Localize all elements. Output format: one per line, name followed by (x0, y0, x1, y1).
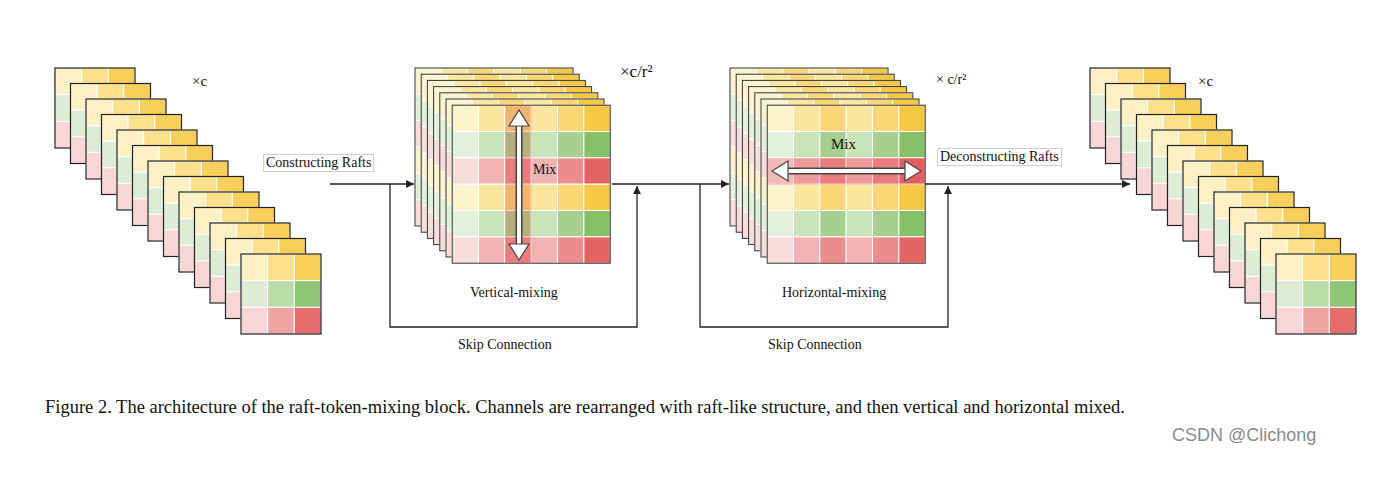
horizontal-mix-arrow (772, 161, 921, 181)
arrowhead (633, 186, 641, 194)
mix-row (767, 158, 925, 185)
count-label: ×c (1198, 73, 1213, 90)
count-label: × c/r² (936, 72, 966, 88)
arrowhead (406, 180, 414, 188)
channel-card (1276, 254, 1356, 334)
raft-grid (730, 68, 888, 226)
skip-connection-line (700, 184, 948, 327)
arrowhead (944, 186, 952, 194)
vertical-mix-arrow (509, 110, 529, 260)
mix-column (505, 105, 532, 263)
raft-grid (452, 105, 610, 263)
block-label: Horizontal-mixing (782, 285, 886, 301)
mix-label: Mix (533, 162, 556, 178)
channel-card (226, 239, 306, 319)
watermark: CSDN @Clichong (1172, 425, 1316, 446)
skip-label: Skip Connection (768, 337, 862, 353)
skip-label: Skip Connection (458, 337, 552, 353)
raft-grid (767, 105, 925, 263)
arrowhead (1122, 180, 1130, 188)
mix-label: Mix (831, 136, 856, 153)
channel-card (241, 254, 321, 334)
skip-connection-line (390, 184, 637, 327)
flow-arrow (612, 183, 729, 184)
arrowhead (721, 180, 729, 188)
flow-arrow (925, 183, 1130, 184)
figure-caption: Figure 2. The architecture of the raft-t… (45, 395, 1390, 420)
raft-grid (421, 74, 579, 232)
block-label: Vertical-mixing (470, 285, 558, 301)
raft-grid (415, 68, 573, 226)
channel-card (1261, 239, 1341, 319)
count-label: ×c/r² (620, 62, 653, 82)
flow-arrow (330, 183, 414, 184)
step-label: Constructing Rafts (263, 154, 374, 172)
step-label: Deconstructing Rafts (937, 148, 1062, 166)
raft-grid (736, 74, 894, 232)
count-label: ×c (192, 73, 207, 90)
